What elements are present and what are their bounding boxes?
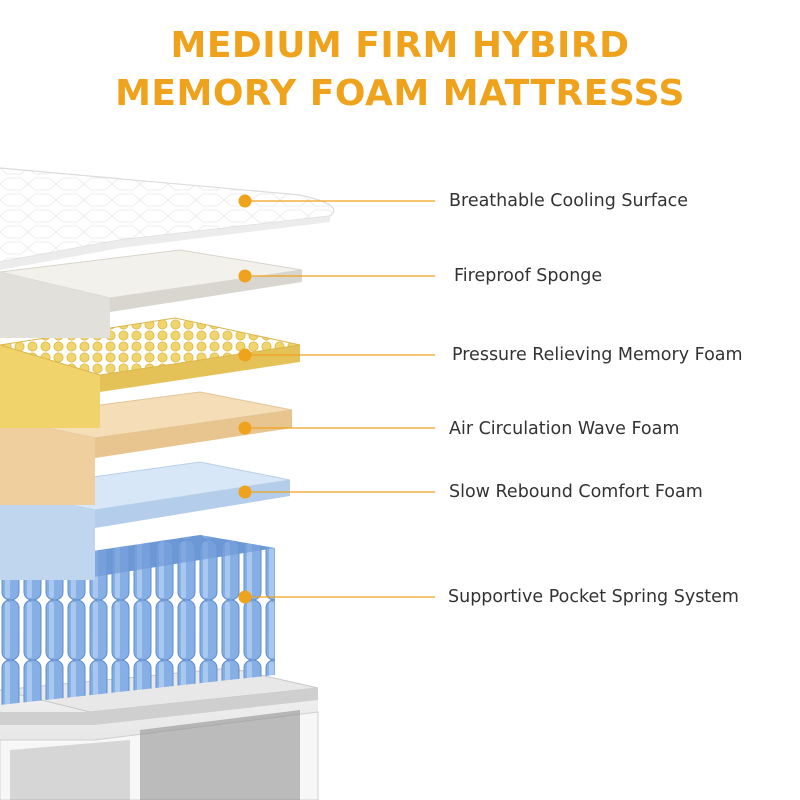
product-title-line-2: MEMORY FOAM MATTRESSS bbox=[115, 73, 685, 114]
callouts bbox=[238, 194, 435, 604]
layer-label-fireproof-sponge: Fireproof Sponge bbox=[454, 266, 603, 286]
memory-foam-layer bbox=[0, 317, 301, 428]
callout-pocket-spring bbox=[238, 590, 435, 604]
layer-label-memory-foam: Pressure Relieving Memory Foam bbox=[452, 345, 743, 365]
fireproof-sponge-layer bbox=[0, 249, 303, 338]
layer-label-comfort-foam: Slow Rebound Comfort Foam bbox=[449, 482, 703, 502]
callout-fireproof-sponge bbox=[238, 269, 435, 283]
callout-memory-foam bbox=[238, 348, 435, 362]
callout-comfort-foam bbox=[238, 485, 435, 499]
callout-cooling-surface bbox=[238, 194, 435, 208]
cooling-surface-layer bbox=[0, 167, 335, 270]
layer-label-cooling-surface: Breathable Cooling Surface bbox=[449, 191, 689, 211]
product-title-line-1: MEDIUM FIRM HYBIRD bbox=[170, 25, 630, 66]
mattress-base bbox=[0, 667, 319, 800]
layer-label-wave-foam: Air Circulation Wave Foam bbox=[449, 419, 680, 439]
layer-label-pocket-spring: Supportive Pocket Spring System bbox=[448, 587, 739, 607]
product-title: MEDIUM FIRM HYBIRD MEMORY FOAM MATTRESSS bbox=[0, 22, 800, 118]
callout-wave-foam bbox=[238, 421, 435, 435]
